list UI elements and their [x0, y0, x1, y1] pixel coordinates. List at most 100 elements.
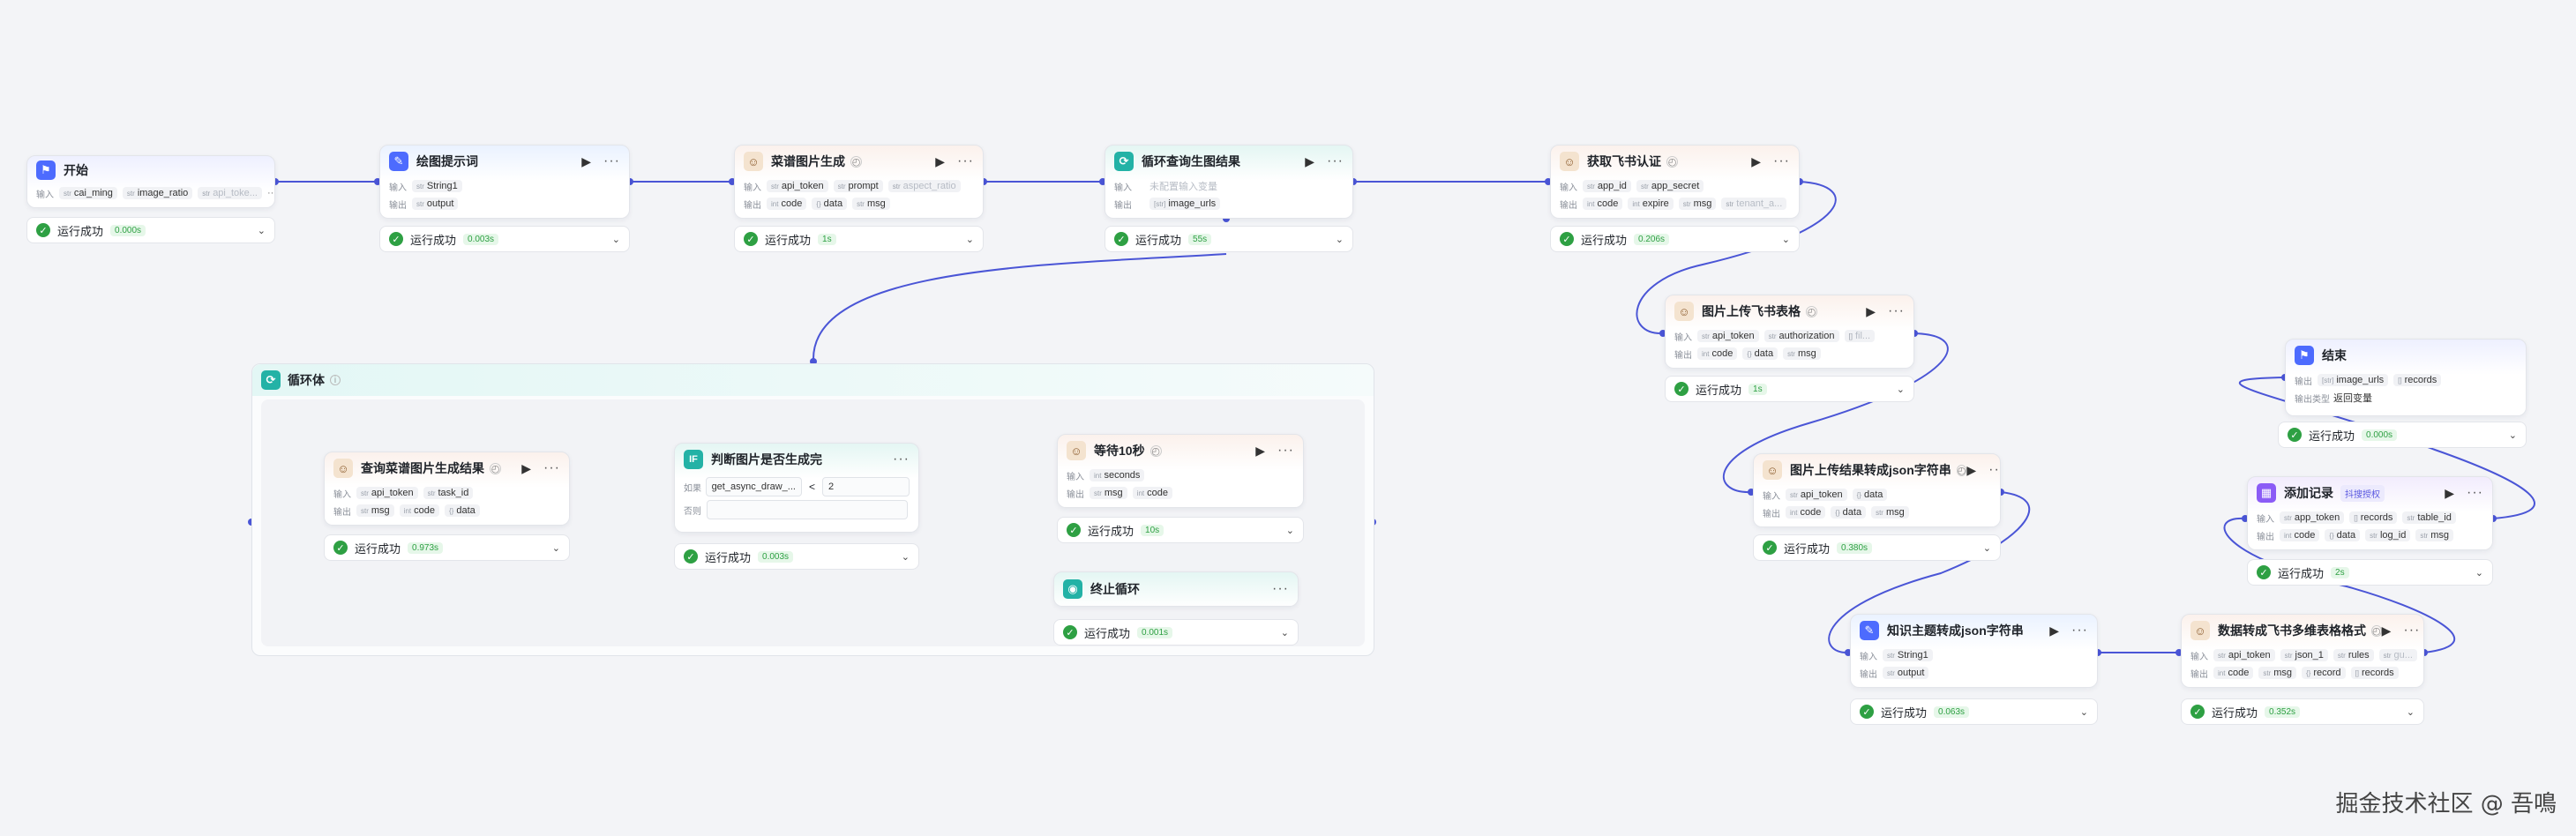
- plugin-icon: ☺: [333, 459, 353, 478]
- more-icon[interactable]: ···: [893, 452, 910, 467]
- info-icon: ◴: [1956, 464, 1967, 476]
- info-icon: ◴: [850, 155, 862, 168]
- more-icon[interactable]: ···: [2071, 623, 2088, 638]
- node-judge[interactable]: IF 判断图片是否生成完 ··· 如果 get_async_draw_... <…: [674, 443, 919, 533]
- more-icon[interactable]: ···: [603, 153, 620, 168]
- chevron-down-icon[interactable]: ⌄: [1335, 234, 1344, 245]
- status-prompt[interactable]: ✓ 运行成功 0.003s ⌄: [379, 226, 630, 252]
- run-time: 0.063s: [1934, 705, 1970, 718]
- if-label: 如果: [684, 483, 701, 494]
- chevron-down-icon[interactable]: ⌄: [1781, 234, 1790, 245]
- var-chip: [str]image_urls: [1149, 198, 1221, 210]
- condition-operator[interactable]: <: [808, 481, 815, 493]
- status-end[interactable]: ✓ 运行成功 0.000s ⌄: [2278, 422, 2527, 448]
- more-icon[interactable]: ···: [1988, 462, 2000, 477]
- more-icon[interactable]: ···: [2467, 485, 2483, 500]
- run-icon[interactable]: ▶: [1751, 153, 1762, 168]
- chevron-down-icon[interactable]: ⌄: [1285, 525, 1294, 536]
- chevron-down-icon[interactable]: ⌄: [2508, 429, 2517, 441]
- status-loop-query[interactable]: ✓ 运行成功 55s ⌄: [1105, 226, 1353, 252]
- more-icon[interactable]: ···: [957, 153, 974, 168]
- chevron-down-icon[interactable]: ⌄: [611, 234, 620, 245]
- more-icon[interactable]: ···: [1773, 153, 1790, 168]
- chevron-down-icon[interactable]: ⌄: [257, 225, 266, 236]
- node-to-json[interactable]: ☺ 图片上传结果转成json字符串 ◴ ▶ ··· 输入 strapi_toke…: [1753, 453, 2001, 527]
- run-icon[interactable]: ▶: [521, 460, 532, 475]
- chevron-down-icon[interactable]: ⌄: [2079, 706, 2088, 718]
- status-add-record[interactable]: ✓ 运行成功 2s ⌄: [2247, 559, 2493, 586]
- more-icon[interactable]: ···: [1327, 153, 1344, 168]
- status-feishu-auth[interactable]: ✓ 运行成功 0.206s ⌄: [1550, 226, 1800, 252]
- status-upload-table[interactable]: ✓ 运行成功 1s ⌄: [1665, 376, 1914, 402]
- chevron-down-icon[interactable]: ⌄: [1896, 384, 1905, 395]
- more-icon[interactable]: ···: [266, 188, 274, 198]
- run-icon[interactable]: ▶: [1966, 462, 1977, 477]
- more-icon[interactable]: ···: [1888, 303, 1905, 318]
- info-icon: ◴: [1666, 155, 1678, 168]
- status-query-result[interactable]: ✓ 运行成功 0.973s ⌄: [324, 534, 570, 561]
- more-icon[interactable]: ···: [1272, 581, 1289, 596]
- condition-variable[interactable]: get_async_draw_...: [705, 477, 802, 496]
- status-data-format[interactable]: ✓ 运行成功 0.352s ⌄: [2181, 698, 2424, 725]
- status-text: 运行成功: [1696, 383, 1742, 397]
- chevron-down-icon[interactable]: ⌄: [965, 234, 974, 245]
- loop-body-header[interactable]: ⟳ 循环体 i: [252, 364, 1374, 396]
- node-end[interactable]: ⚑ 结束 输出 [str]image_urls []records 输出类型 返…: [2285, 339, 2527, 416]
- node-loop-query[interactable]: ⟳ 循环查询生图结果 ▶ ··· 输入 未配置输入变量 输出 [str]imag…: [1105, 145, 1353, 219]
- run-icon[interactable]: ▶: [1866, 303, 1876, 318]
- run-icon[interactable]: ▶: [2049, 623, 2060, 638]
- chevron-down-icon[interactable]: ⌄: [2406, 706, 2415, 718]
- status-wait[interactable]: ✓ 运行成功 10s ⌄: [1057, 517, 1304, 543]
- status-menu-image[interactable]: ✓ 运行成功 1s ⌄: [734, 226, 984, 252]
- node-title: 获取飞书认证: [1587, 154, 1661, 168]
- status-to-json[interactable]: ✓ 运行成功 0.380s ⌄: [1753, 534, 2001, 561]
- node-title: 判断图片是否生成完: [711, 452, 822, 467]
- run-time: 0.003s: [463, 233, 499, 245]
- run-icon[interactable]: ▶: [2381, 623, 2392, 638]
- node-stop-loop[interactable]: ◉ 终止循环 ···: [1053, 571, 1299, 607]
- chevron-down-icon[interactable]: ⌄: [551, 542, 560, 554]
- status-knowledge-json[interactable]: ✓ 运行成功 0.063s ⌄: [1850, 698, 2098, 725]
- chevron-down-icon[interactable]: ⌄: [901, 551, 910, 563]
- run-icon[interactable]: ▶: [935, 153, 946, 168]
- status-stop-loop[interactable]: ✓ 运行成功 0.001s ⌄: [1053, 619, 1299, 646]
- auth-tag[interactable]: 抖搜授权: [2340, 484, 2385, 502]
- chevron-down-icon[interactable]: ⌄: [2475, 567, 2483, 578]
- run-icon[interactable]: ▶: [1255, 443, 1266, 458]
- input-label: 输入: [1067, 472, 1084, 482]
- success-icon: ✓: [684, 549, 698, 564]
- status-start[interactable]: ✓ 运行成功 0.000s ⌄: [26, 217, 275, 243]
- condition-value[interactable]: 2: [821, 477, 910, 496]
- input-placeholder: 未配置输入变量: [1149, 182, 1217, 192]
- run-icon[interactable]: ▶: [581, 153, 592, 168]
- more-icon[interactable]: ···: [2403, 623, 2421, 638]
- run-icon[interactable]: ▶: [1305, 153, 1315, 168]
- run-icon[interactable]: ▶: [2445, 485, 2455, 500]
- status-judge[interactable]: ✓ 运行成功 0.003s ⌄: [674, 543, 919, 570]
- chevron-down-icon[interactable]: ⌄: [1982, 542, 1991, 554]
- status-text: 运行成功: [355, 541, 401, 556]
- chevron-down-icon[interactable]: ⌄: [1280, 627, 1289, 638]
- output-label: 输出: [1860, 669, 1877, 680]
- more-icon[interactable]: ···: [1277, 443, 1294, 458]
- more-icon[interactable]: ···: [543, 460, 560, 475]
